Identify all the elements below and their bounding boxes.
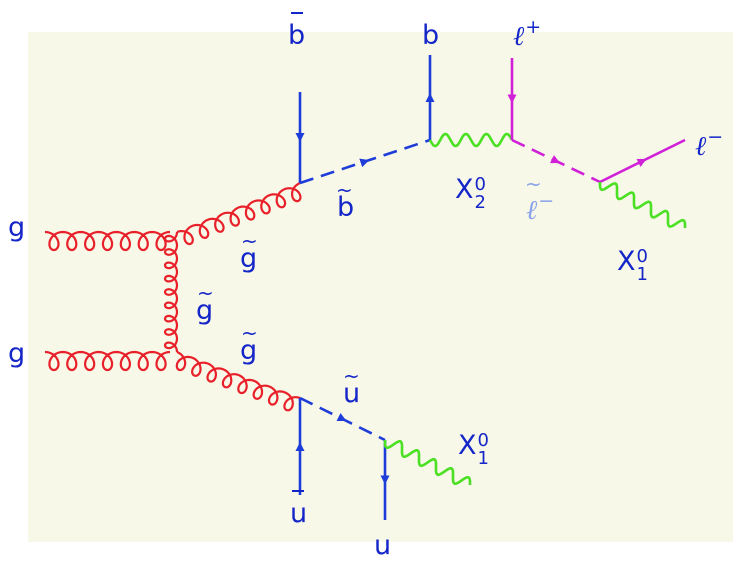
tilde-mark: ~ xyxy=(197,281,214,305)
sbottom-label: b xyxy=(337,192,355,223)
bbar-label: b xyxy=(288,20,306,51)
gluino-lower xyxy=(175,350,301,412)
tilde-mark: ~ xyxy=(525,172,542,196)
lepton-minus-label: ℓ− xyxy=(695,126,724,162)
incoming-gluon-bottom xyxy=(44,350,171,372)
neutralino2-line xyxy=(428,132,514,148)
gluino-label-internal: g xyxy=(196,295,214,326)
gluino-label-lower: g xyxy=(240,335,258,366)
gluino-propagator xyxy=(163,231,179,353)
neutralino1-upper-line xyxy=(598,182,687,228)
ubar-label: u xyxy=(290,498,308,529)
antiparticle-bar xyxy=(291,12,303,14)
b-label: b xyxy=(422,20,440,51)
tilde-mark: ~ xyxy=(241,229,258,253)
gluon-label-bottom: g xyxy=(8,338,26,369)
gluino-label-upper: g xyxy=(240,243,258,274)
incoming-gluon-top xyxy=(44,230,171,252)
gluon-label-top: g xyxy=(8,212,26,243)
diagram-background xyxy=(28,32,733,542)
tilde-mark: ~ xyxy=(336,178,353,202)
tilde-mark: ~ xyxy=(241,321,258,345)
gluino-upper xyxy=(176,182,302,246)
antiparticle-bar xyxy=(292,490,304,492)
supquark-label: u xyxy=(343,378,361,409)
u-label: u xyxy=(374,530,392,561)
lepton-plus-label: ℓ+ xyxy=(513,16,542,52)
slepton-label: ℓ− xyxy=(526,190,555,226)
neutralino1-lower-line xyxy=(383,440,472,485)
tilde-mark: ~ xyxy=(343,364,360,388)
